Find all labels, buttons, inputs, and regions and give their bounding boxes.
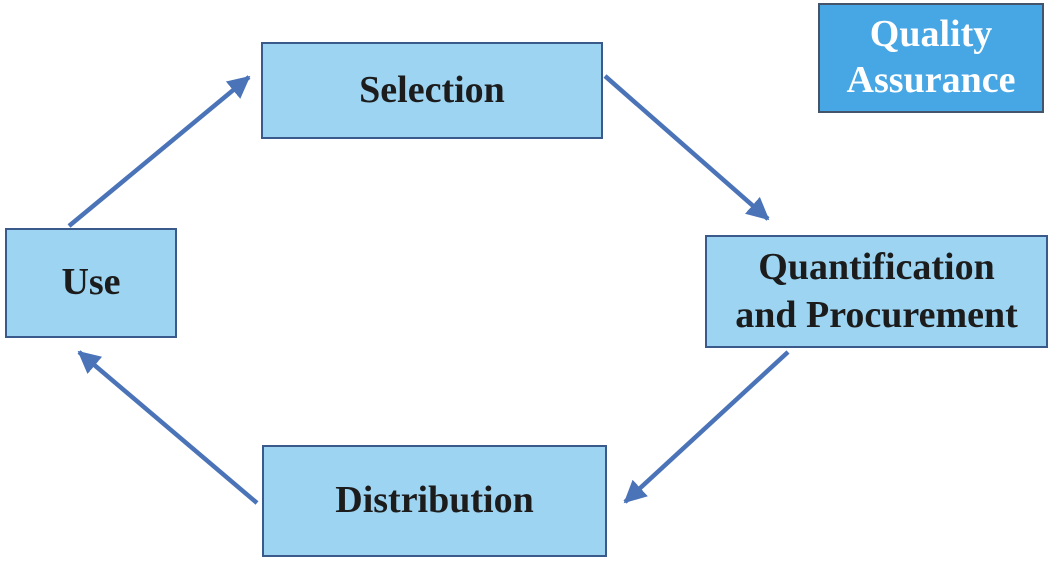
arrow-use-to-selection: [67, 75, 251, 228]
box-quantification-and-procurement: Quantification and Procurement: [705, 235, 1048, 348]
box-distribution-label: Distribution: [335, 479, 534, 522]
arrow-selection-to-quantification: [603, 74, 770, 221]
box-quality-assurance: Quality Assurance: [818, 3, 1044, 113]
box-quality-assurance-line2: Assurance: [846, 59, 1016, 101]
box-quantification-line1: Quantification: [758, 246, 995, 288]
box-distribution: Distribution: [262, 445, 607, 557]
box-selection: Selection: [261, 42, 603, 139]
box-selection-label: Selection: [359, 68, 505, 111]
box-use: Use: [5, 228, 177, 338]
box-quality-assurance-line1: Quality: [869, 13, 993, 56]
arrow-quantification-to-distribution: [623, 350, 790, 504]
arrow-distribution-to-use: [77, 350, 259, 505]
box-use-label: Use: [61, 261, 121, 304]
box-quantification-line2: and Procurement: [735, 293, 1018, 336]
